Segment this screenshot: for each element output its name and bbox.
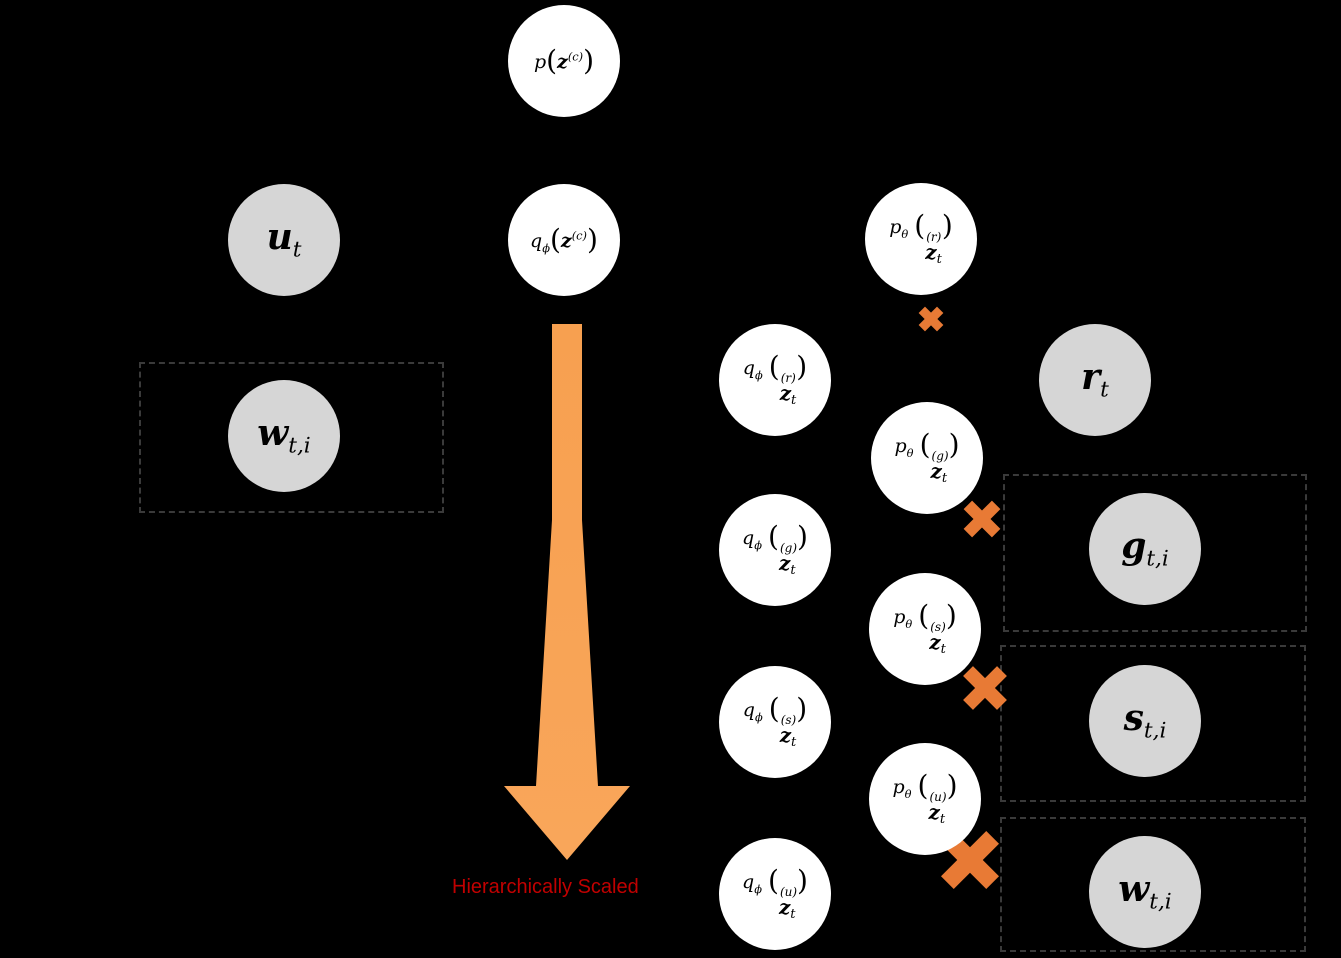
plate-w-right	[1000, 817, 1306, 952]
node-q-g: qϕ ((g)zt)	[719, 494, 831, 606]
node-q-r: qϕ ((r)zt)	[719, 324, 831, 436]
node-posterior-global: qϕ(z(c))	[508, 184, 620, 296]
node-q-s: qϕ ((s)zt)	[719, 666, 831, 778]
plate-word-left	[139, 362, 444, 513]
cross-icon	[963, 500, 1001, 538]
plate-s	[1000, 645, 1306, 802]
cross-icon	[918, 306, 944, 332]
plate-g	[1003, 474, 1307, 632]
node-p-r: pθ ((r)zt)	[865, 183, 977, 295]
node-q-u: qϕ ((u)zt)	[719, 838, 831, 950]
down-arrow-icon	[504, 324, 630, 860]
node-p-s: pθ ((s)zt)	[869, 573, 981, 685]
cross-icon	[963, 666, 1007, 710]
node-g-t-i: gt,i	[1089, 493, 1201, 605]
hierarchically-scaled-caption: Hierarchically Scaled	[452, 876, 639, 898]
node-u-t: ut	[228, 184, 340, 296]
node-s-t-i: st,i	[1089, 665, 1201, 777]
node-w-t-i-right: wt,i	[1089, 836, 1201, 948]
node-w-t-i-left: wt,i	[228, 380, 340, 492]
node-p-g: pθ ((g)zt)	[871, 402, 983, 514]
node-prior-global: p(z(c))	[508, 5, 620, 117]
node-p-u: pθ ((u)zt)	[869, 743, 981, 855]
node-r-t: rt	[1039, 324, 1151, 436]
